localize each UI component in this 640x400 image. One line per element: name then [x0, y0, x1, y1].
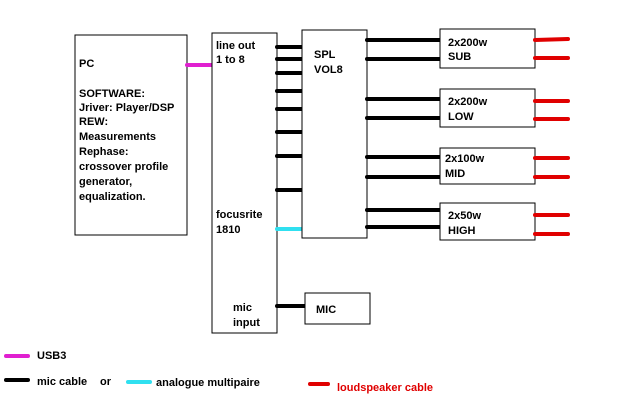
software-line-7: equalization. [79, 191, 146, 203]
pc-label: PC [79, 58, 94, 70]
amp-sub-box [439, 28, 536, 69]
interface-name-1: focusrite [216, 209, 262, 221]
software-line-5: crossover profile [79, 161, 168, 173]
legend-speaker-label: loudspeaker cable [337, 382, 433, 394]
amp-high-box [439, 202, 536, 241]
amp-high-power: 2x50w [448, 210, 481, 222]
spl-label-1: SPL [314, 49, 336, 61]
spl-block: SPL VOL8 [301, 29, 368, 239]
amp-mid-band: MID [445, 168, 465, 180]
line-out-label: line out [216, 40, 255, 52]
amp-low-band: LOW [448, 111, 474, 123]
software-line-3: Measurements [79, 131, 156, 143]
interface-box [211, 32, 278, 334]
legend: USB3 mic cable or analogue multipaire lo… [4, 350, 433, 394]
amp-low-power: 2x200w [448, 96, 488, 108]
legend-usb-label: USB3 [37, 350, 66, 362]
amp-sub-band: SUB [448, 51, 471, 63]
legend-mic-label: mic cable [37, 376, 87, 388]
software-line-4: Rephase: [79, 146, 129, 158]
amp-sub-power: 2x200w [448, 37, 488, 49]
software-line-1: Jriver: Player/DSP [79, 102, 174, 114]
legend-or-label: or [100, 376, 112, 388]
amp-mid-box [439, 147, 536, 185]
amp-high: 2x50w HIGH [439, 202, 536, 241]
pc-box [74, 34, 188, 236]
interface-block: line out 1 to 8 focusrite 1810 mic input [211, 32, 278, 334]
amp-low: 2x200w LOW [439, 88, 536, 128]
speaker-sub-1 [533, 37, 570, 42]
amp-sub: 2x200w SUB [439, 28, 536, 69]
mic-block: MIC [304, 292, 371, 325]
loudspeaker-cables [533, 37, 570, 236]
mic-input-label-1: mic [233, 302, 252, 314]
amp-mid: 2x100w MID [439, 147, 536, 185]
line-out-cables [275, 45, 304, 192]
software-line-2: REW: [79, 116, 108, 128]
mic-box [304, 292, 371, 325]
software-heading: SOFTWARE: [79, 88, 145, 100]
spl-to-amp-cables [365, 38, 442, 229]
amp-high-band: HIGH [448, 225, 476, 237]
mic-input-label-2: input [233, 317, 260, 329]
legend-analogue-label: analogue multipaire [156, 377, 260, 389]
line-out-range: 1 to 8 [216, 54, 245, 66]
pc-block: PC SOFTWARE: Jriver: Player/DSP REW: Mea… [74, 34, 188, 236]
amp-mid-power: 2x100w [445, 153, 485, 165]
software-line-6: generator, [79, 176, 132, 188]
amp-low-box [439, 88, 536, 128]
mic-label: MIC [316, 304, 336, 316]
interface-name-2: 1810 [216, 224, 240, 236]
spl-label-2: VOL8 [314, 64, 343, 76]
spl-box [301, 29, 368, 239]
